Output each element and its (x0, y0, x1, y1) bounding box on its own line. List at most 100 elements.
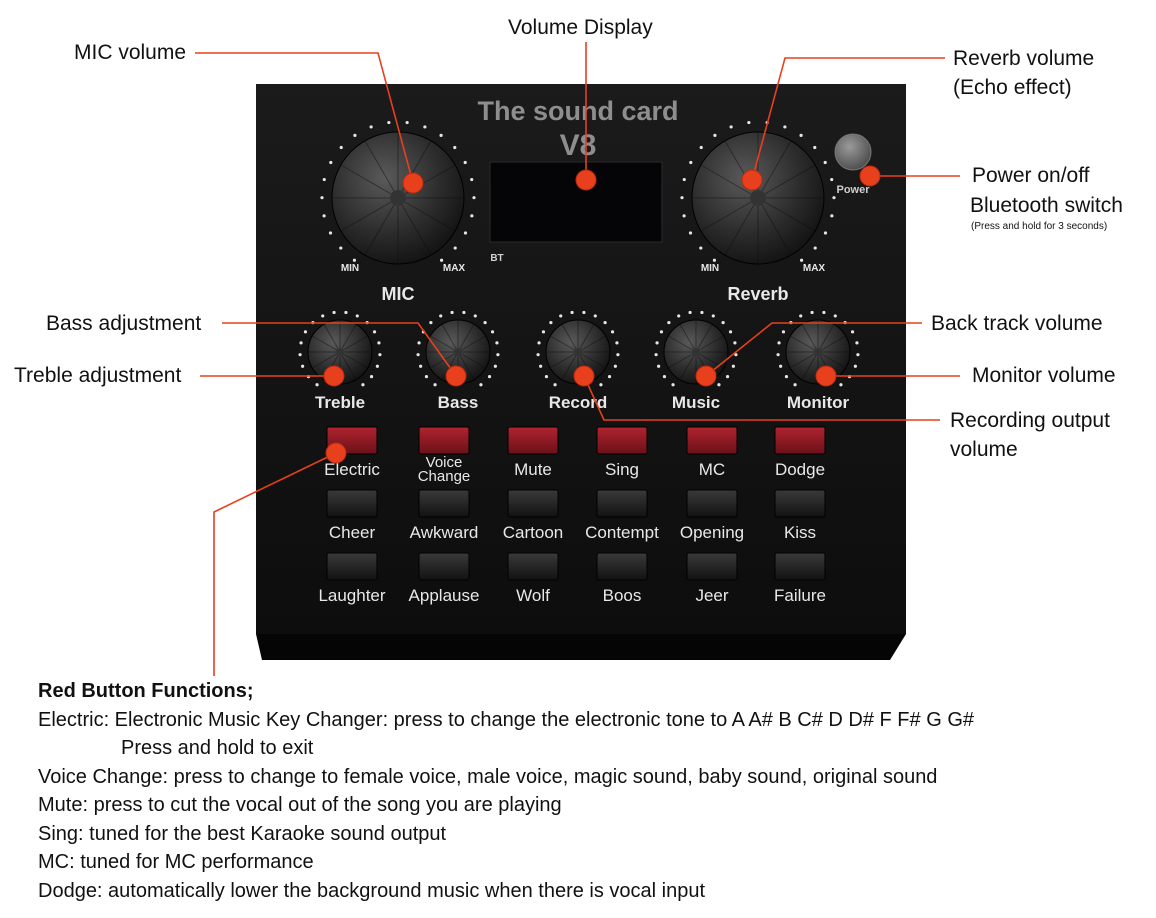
applause-button-label: Applause (409, 586, 480, 605)
note-sing: Sing: tuned for the best Karaoke sound o… (38, 822, 447, 845)
laughter-button[interactable] (326, 552, 378, 581)
cartoon-button[interactable] (507, 489, 559, 518)
dodge-button-label: Dodge (775, 460, 825, 479)
mic-knob-marker (402, 172, 424, 194)
record-knob-scale-dot (599, 383, 603, 387)
record-knob-scale-dot (541, 330, 546, 334)
music-knob-scale-dot (655, 341, 659, 345)
reverb-knob-scale-dot (712, 258, 717, 262)
reverb-knob-scale-dot (830, 214, 834, 218)
mic-knob-scale-dot (369, 125, 373, 129)
back-track-leader (705, 322, 922, 377)
mic-knob-scale-dot (322, 177, 326, 182)
record-knob-scale-dot (544, 374, 549, 379)
bass-knob-scale-dot (490, 330, 495, 334)
treble-knob-scale-dot (344, 310, 348, 315)
reverb-knob-scale-dot (699, 145, 703, 150)
power-button[interactable] (834, 133, 872, 171)
reverb-knob-scale-dot (823, 231, 828, 235)
voice-change-button-label-line1: Voice (426, 454, 463, 471)
bass-knob-scale-dot (487, 374, 492, 379)
bass-knob-scale-dot (483, 320, 487, 325)
bass-knob-scale-dot (429, 320, 433, 325)
treble-knob-scale-dot (369, 374, 374, 379)
treble-knob[interactable] (307, 319, 373, 385)
treble-knob-scale-dot (303, 330, 308, 334)
electric-note-leader (213, 452, 337, 676)
awkward-button-label: Awkward (410, 523, 479, 542)
electric-button-label: Electric (324, 460, 380, 479)
record-knob-scale-dot (537, 341, 541, 345)
kiss-button[interactable] (774, 489, 826, 518)
boos-button[interactable] (596, 552, 648, 581)
record-knob-scale-dot (582, 310, 586, 315)
mute-button[interactable] (507, 426, 559, 455)
mic-knob-scale-dot (353, 133, 357, 137)
mic-knob-scale-dot (472, 196, 476, 200)
reverb-knob-label: Reverb (727, 284, 788, 304)
volume-display (489, 161, 663, 243)
record-knob-scale-dot (593, 314, 597, 318)
mic-knob-scale-dot (439, 258, 444, 262)
treble-knob-scale-dot (375, 364, 379, 368)
bass-knob-scale-dot (450, 310, 454, 315)
awkward-button[interactable] (418, 489, 470, 518)
monitor-knob-scale-dot (856, 353, 860, 357)
cheer-button[interactable] (326, 489, 378, 518)
voice-change-button-label-line2: Change (418, 468, 471, 485)
music-knob-scale-dot (728, 330, 733, 334)
callout-volume-display: Volume Display (508, 16, 653, 39)
monitor-knob-scale-dot (793, 383, 797, 387)
music-knob-scale-dot (700, 310, 704, 315)
mic-knob-scale-dot (322, 214, 326, 218)
music-knob-scale-dot (711, 314, 715, 318)
voice-change-button[interactable] (418, 426, 470, 455)
mc-button[interactable] (686, 426, 738, 455)
music-knob-marker (695, 365, 717, 387)
reverb-knob[interactable] (691, 131, 825, 265)
callout-press-hold: (Press and hold for 3 seconds) (971, 221, 1108, 232)
monitor-knob[interactable] (785, 319, 851, 385)
applause-button[interactable] (418, 552, 470, 581)
mic-knob-scale-dot (405, 120, 409, 125)
bass-knob-label: Bass (438, 393, 479, 412)
failure-button[interactable] (774, 552, 826, 581)
bass-knob[interactable] (425, 319, 491, 385)
treble-knob-scale-dot (298, 353, 302, 357)
monitor-knob-scale-dot (839, 383, 843, 387)
record-knob-scale-dot (603, 320, 607, 325)
reverb-knob-scale-dot (747, 120, 751, 125)
music-knob-scale-dot (733, 341, 737, 345)
dodge-button[interactable] (774, 426, 826, 455)
electric-button-marker (325, 442, 347, 464)
mic-knob-scale-dot (439, 133, 443, 137)
contempt-button[interactable] (596, 489, 648, 518)
callout-mic-volume: MIC volume (74, 41, 187, 64)
monitor-knob-scale-dot (779, 364, 783, 368)
bt-label: BT (490, 253, 503, 264)
mic-knob[interactable] (331, 131, 465, 265)
monitor-knob-scale-dot (833, 314, 837, 318)
mic-knob-scale-dot (463, 231, 468, 235)
reverb-knob-scale-dot (830, 177, 834, 182)
treble-knob-label: Treble (315, 393, 365, 412)
music-knob-scale-dot (677, 314, 681, 318)
reverb-knob-marker (741, 169, 763, 191)
monitor-knob-marker (815, 365, 837, 387)
monitor-knob-scale-dot (810, 310, 814, 315)
cartoon-button-label: Cartoon (503, 523, 563, 542)
wolf-button[interactable] (507, 552, 559, 581)
bass-knob-scale-dot (439, 314, 443, 318)
music-knob-scale-dot (667, 320, 671, 325)
sing-button[interactable] (596, 426, 648, 455)
jeer-button-label: Jeer (695, 586, 728, 605)
bass-knob-scale-dot (496, 353, 500, 357)
record-knob-scale-dot (607, 374, 612, 379)
cheer-button-label: Cheer (329, 523, 376, 542)
mic-volume-leader (195, 52, 414, 184)
treble-knob-scale-dot (378, 353, 382, 357)
record-knob-scale-dot (616, 353, 620, 357)
jeer-button[interactable] (686, 552, 738, 581)
opening-button[interactable] (686, 489, 738, 518)
reverb-knob-scale-dot (832, 196, 836, 200)
